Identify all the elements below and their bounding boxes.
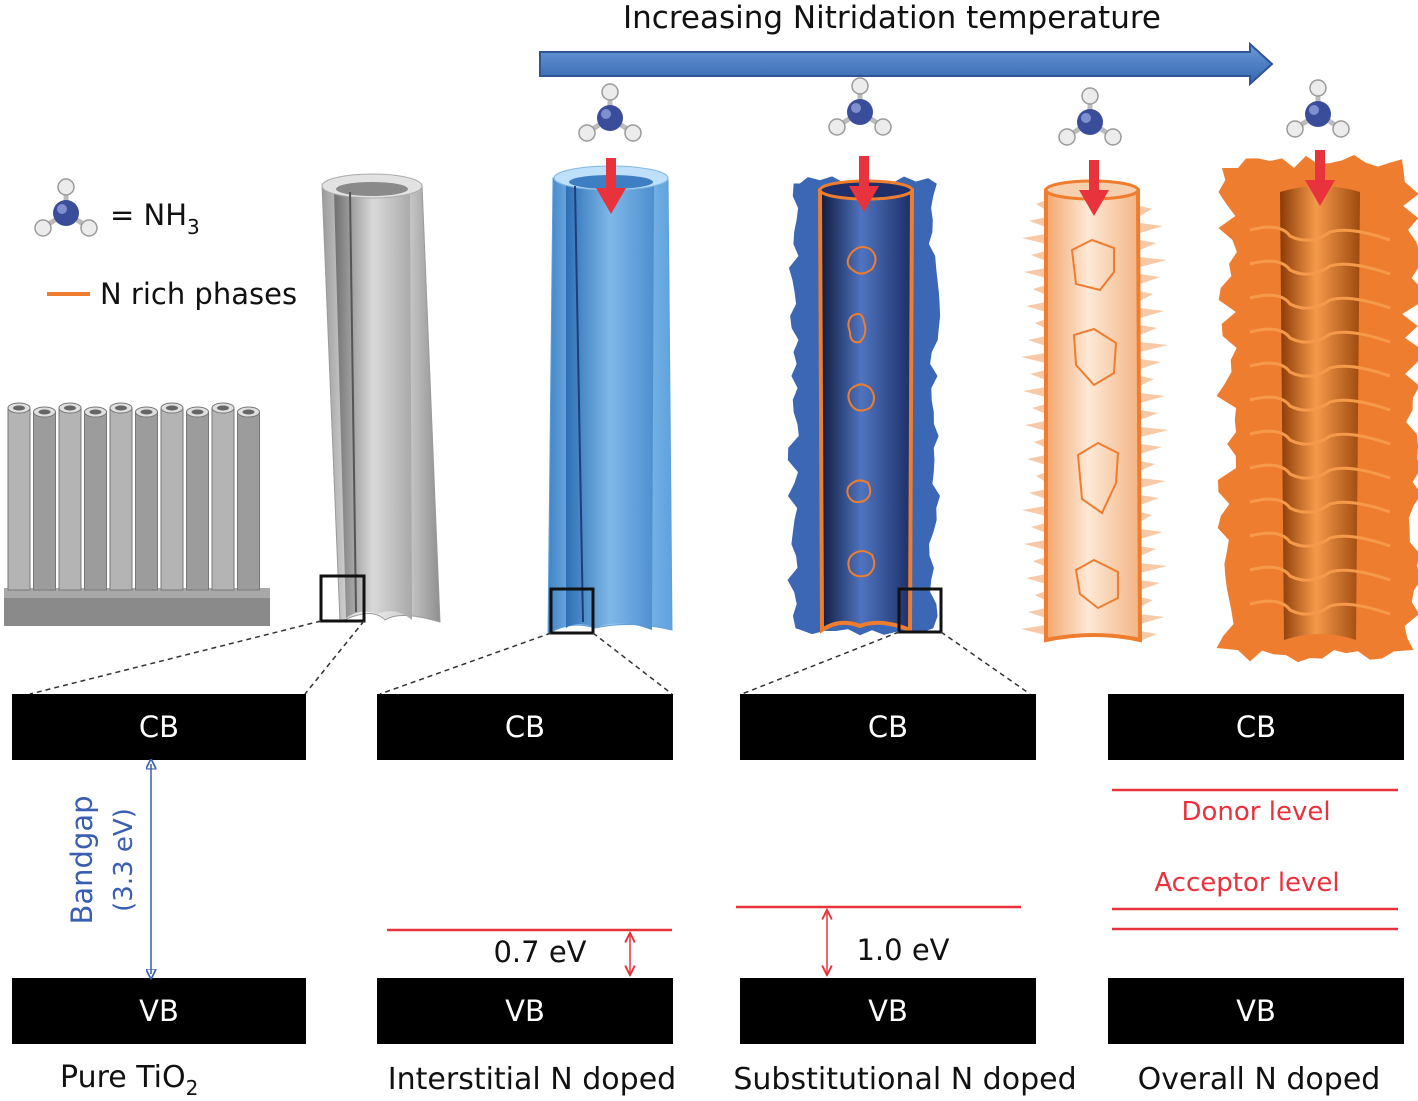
- header-title: Increasing Nitridation temperature: [623, 0, 1161, 36]
- array-tube: [84, 411, 107, 591]
- array-tube: [186, 411, 209, 591]
- vb-label: VB: [868, 994, 908, 1028]
- cb-bar: [12, 694, 306, 760]
- nh3-molecule-2: [579, 84, 641, 141]
- vb-label: VB: [139, 994, 179, 1028]
- band-panel-pure: CB VB Bandgap (3.3 eV) Pure TiO2: [12, 694, 306, 1100]
- acceptor-label: Acceptor level: [1154, 868, 1339, 898]
- array-tube: [160, 407, 184, 591]
- cb-label: CB: [505, 710, 545, 744]
- gap-value: 1.0 eV: [856, 933, 949, 967]
- tube-pure: [319, 173, 441, 623]
- array-tube: [33, 411, 56, 591]
- nrich-legend-label: N rich phases: [100, 277, 297, 311]
- temperature-arrow: [539, 41, 1274, 87]
- vb-bar: [1108, 978, 1404, 1044]
- bandgap-label: Bandgap: [65, 795, 99, 924]
- nh3-molecule-4: [1059, 88, 1121, 145]
- bandgap-value: (3.3 eV): [109, 808, 139, 912]
- array-tube: [135, 411, 158, 591]
- cb-bar: [740, 694, 1036, 760]
- band-panel-interstitial: CB 0.7 eV VB Interstitial N doped: [377, 694, 676, 1097]
- cb-label: CB: [1236, 710, 1276, 744]
- tube-substitutional: [787, 176, 943, 636]
- gap-value: 0.7 eV: [493, 935, 586, 969]
- nh3-legend-icon: [35, 179, 97, 236]
- cb-bar: [1108, 694, 1404, 760]
- caption-pure: Pure TiO2: [60, 1060, 198, 1100]
- array-tube: [211, 407, 235, 591]
- nanotube-array: [4, 402, 270, 626]
- vb-label: VB: [505, 994, 545, 1028]
- tube-interstitial: [547, 165, 673, 635]
- array-tube: [237, 411, 260, 591]
- band-panel-overall: CB Donor level Acceptor level VB Overall…: [1108, 694, 1404, 1097]
- caption-overall: Overall N doped: [1138, 1062, 1381, 1097]
- cb-label: CB: [139, 710, 179, 744]
- caption-substitutional: Substitutional N doped: [733, 1062, 1076, 1097]
- caption-interstitial: Interstitial N doped: [388, 1062, 676, 1097]
- vb-bar: [377, 978, 673, 1044]
- vb-bar: [740, 978, 1036, 1044]
- array-tube: [7, 407, 31, 591]
- band-panel-substitutional: CB 1.0 eV VB Substitutional N doped: [733, 694, 1077, 1097]
- cb-label: CB: [868, 710, 908, 744]
- array-tube: [109, 407, 133, 591]
- tube-orange: [1216, 154, 1418, 663]
- nh3-legend-label: = NH3: [110, 198, 200, 239]
- zoom-box-substitutional: [897, 587, 943, 634]
- zoom-box-pure: [319, 574, 366, 623]
- tube-peach: [1021, 179, 1169, 643]
- vb-label: VB: [1236, 994, 1276, 1028]
- zoom-box-interstitial: [549, 587, 595, 635]
- nh3-molecule-5: [1287, 80, 1349, 137]
- donor-label: Donor level: [1181, 797, 1330, 827]
- array-tube: [58, 407, 82, 591]
- vb-bar: [12, 978, 306, 1044]
- zoom-lines: [29, 620, 1031, 695]
- cb-bar: [377, 694, 673, 760]
- nh3-molecule-3: [829, 78, 891, 135]
